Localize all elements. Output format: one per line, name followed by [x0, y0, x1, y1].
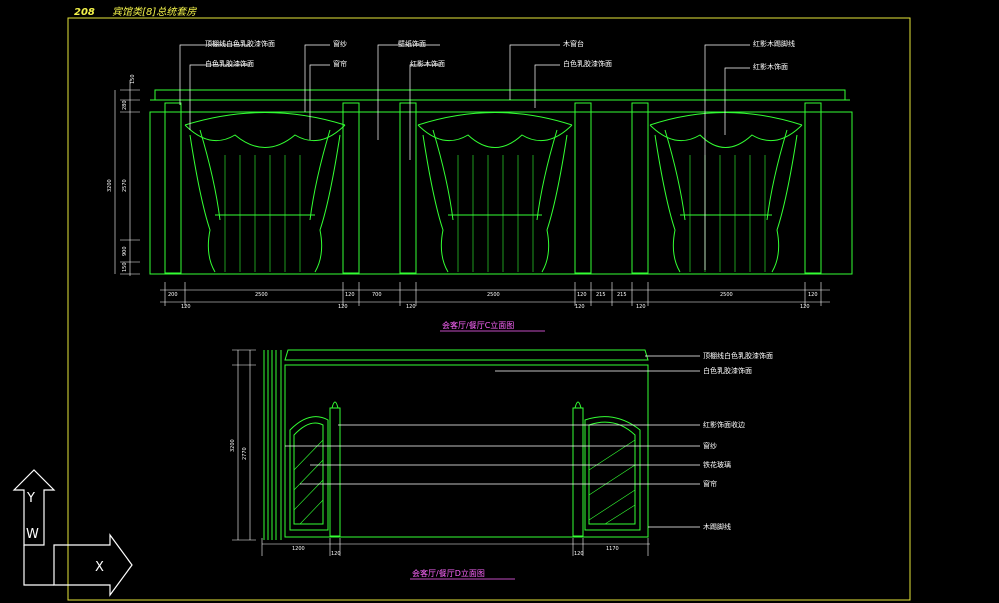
dim-h: 200 — [168, 292, 178, 298]
crown-molding — [154, 89, 846, 101]
dim-v: 150 — [122, 262, 128, 272]
callout-d-skirting: 木踢脚线 — [703, 522, 731, 531]
window-curtain-1 — [184, 112, 346, 273]
page-title: 宾馆类[8]总统套房 — [112, 7, 197, 18]
pilaster — [574, 102, 592, 274]
window-curtain-2 — [417, 112, 573, 273]
dim-h: 2500 — [255, 292, 268, 298]
window-curtain-3 — [649, 112, 803, 273]
dim-h: 2500 — [487, 292, 500, 298]
callout-redwood: 红影木饰面 — [410, 59, 445, 68]
dim-h2: 120 — [406, 304, 416, 310]
right-glass-panel — [572, 401, 641, 537]
pilaster — [399, 102, 417, 274]
callout-d-redwood-edge: 红影饰面收边 — [703, 420, 745, 429]
callout-d-white-latex: 白色乳胶漆饰面 — [703, 366, 752, 375]
callout-sheer: 窗纱 — [333, 39, 347, 48]
dim-d-h: 120 — [331, 551, 341, 557]
dim-v: 150 — [130, 74, 136, 84]
dim-v: 900 — [122, 246, 128, 256]
dim-v: 3200 — [107, 179, 113, 192]
dim-h2: 120 — [636, 304, 646, 310]
pilaster — [342, 102, 360, 274]
ucs-w-label: W — [26, 527, 39, 542]
callout-sill: 木窗台 — [563, 39, 584, 48]
callout-redwood-2: 红影木饰面 — [753, 62, 788, 71]
dim-h: 2500 — [720, 292, 733, 298]
dim-h: 215 — [617, 292, 627, 298]
ucs-x-label: X — [95, 560, 104, 575]
page-number: 208 — [74, 7, 95, 18]
callout-wallpaper: 壁纸饰面 — [398, 39, 426, 48]
pilaster — [804, 102, 822, 274]
dim-d-v: 3200 — [230, 439, 236, 452]
callout-skirting: 红影木踢脚线 — [753, 39, 795, 48]
dim-h2: 120 — [181, 304, 191, 310]
pilaster — [631, 102, 649, 274]
pilaster — [164, 102, 182, 274]
callout-d-iron-glass: 铁花玻璃 — [703, 460, 731, 469]
wall-outline — [284, 364, 649, 538]
dim-v: 2570 — [122, 179, 128, 192]
dim-d-v: 2770 — [242, 447, 248, 460]
ucs-icon: Y W X — [12, 469, 133, 597]
dim-h2: 120 — [800, 304, 810, 310]
dim-h: 120 — [345, 292, 355, 298]
callout-curtain: 窗帘 — [333, 59, 347, 68]
callout-ceiling-line: 顶棚线白色乳胶漆饰面 — [205, 39, 275, 48]
callout-d-curtain: 窗帘 — [703, 479, 717, 488]
dim-h: 120 — [577, 292, 587, 298]
dim-h: 215 — [596, 292, 606, 298]
callout-white-latex: 白色乳胶漆饰面 — [205, 59, 254, 68]
dim-d-h: 1200 — [292, 546, 305, 552]
dim-d-h: 1170 — [606, 546, 619, 552]
top-elevation — [114, 44, 853, 306]
dim-h: 120 — [808, 292, 818, 298]
dim-d-h: 120 — [574, 551, 584, 557]
dim-h2: 120 — [338, 304, 348, 310]
dim-v: 280 — [122, 100, 128, 110]
callout-d-sheer: 窗纱 — [703, 441, 717, 450]
left-glass-panel — [289, 401, 341, 537]
bottom-elevation — [232, 349, 700, 556]
dim-h2: 120 — [575, 304, 585, 310]
top-elevation-title: 会客厅/餐厅C立面图 — [442, 320, 514, 330]
bottom-elevation-title: 会客厅/餐厅D立面图 — [412, 568, 485, 578]
page-header: 208 宾馆类[8]总统套房 — [74, 3, 196, 18]
dim-h: 700 — [372, 292, 382, 298]
wall-outline — [149, 111, 853, 275]
callout-white-latex-2: 白色乳胶漆饰面 — [563, 59, 612, 68]
drawing-frame — [67, 17, 911, 601]
ucs-y-label: Y — [26, 491, 35, 506]
callout-d-ceiling: 顶棚线白色乳胶漆饰面 — [703, 351, 773, 360]
